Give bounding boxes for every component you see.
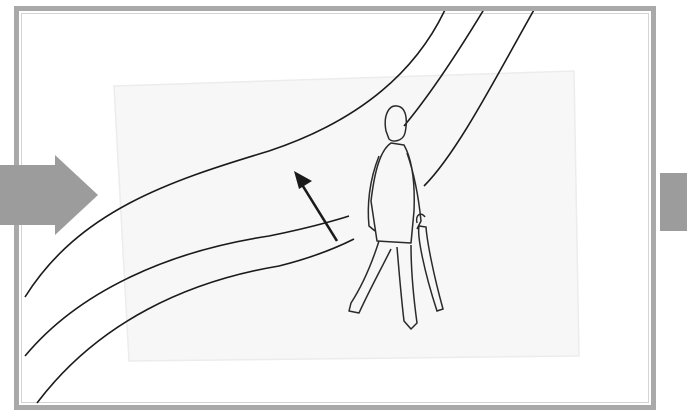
arrow-right-icon[interactable] (0, 155, 100, 235)
illustration-frame (14, 6, 656, 410)
walking-path-illustration (19, 11, 651, 405)
next-arrow-icon[interactable] (660, 173, 687, 231)
